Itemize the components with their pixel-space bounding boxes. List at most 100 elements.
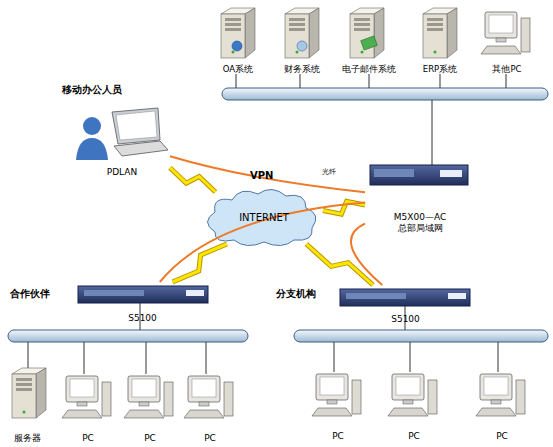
node-label: S5100 <box>391 314 420 325</box>
gateway-tag <box>448 293 466 299</box>
free-label: 分支机构 <box>276 288 316 300</box>
node-label: 其他PC <box>492 64 521 74</box>
drop-line <box>300 74 301 88</box>
pc-icon <box>476 374 525 416</box>
node-label: ERP系统 <box>423 64 457 74</box>
gateway-panel <box>84 290 144 296</box>
bolt-outline <box>170 168 215 192</box>
drop-line <box>84 342 85 374</box>
laptop-keyboard <box>114 141 168 156</box>
free-label: 光纤 <box>322 168 336 176</box>
router-tag <box>440 170 462 177</box>
node-label: M5X00—AC <box>394 212 446 223</box>
node-label: 总部局域网 <box>398 223 443 234</box>
server-icon <box>12 368 46 418</box>
globe-symbol <box>232 41 242 51</box>
person-head <box>83 117 101 135</box>
server-icon <box>350 8 384 58</box>
network-node: PC <box>182 368 238 444</box>
network-node: INTERNET <box>205 192 323 244</box>
network-node: OA系统 <box>208 2 268 74</box>
free-label: VPN <box>250 170 273 182</box>
node-label: 电子邮件系统 <box>342 64 396 74</box>
network-node: PDLAN <box>74 106 170 178</box>
network-node: 电子邮件系统 <box>334 2 404 74</box>
drop-line <box>440 74 441 88</box>
network-node: PC <box>386 366 442 442</box>
network-node: ERP系统 <box>410 2 470 74</box>
lan-bus <box>294 330 548 342</box>
gateway-device <box>340 289 470 306</box>
node-label: PC <box>408 431 420 442</box>
node-label: 服务器 <box>14 433 41 444</box>
network-node: PC <box>474 366 530 442</box>
gateway-tag <box>186 290 204 296</box>
server-icon <box>423 8 457 58</box>
node-label: PC <box>332 431 344 442</box>
lan-bus <box>222 88 548 100</box>
pc-icon <box>124 376 173 418</box>
node-label: PC <box>496 431 508 442</box>
node-label: 财务系统 <box>284 64 320 74</box>
drop-line <box>410 342 411 372</box>
laptop-screen <box>112 108 160 144</box>
node-label: S5100 <box>128 313 157 324</box>
network-node: 其他PC <box>476 2 538 74</box>
network-node: 财务系统 <box>272 2 332 74</box>
vpn-tunnel <box>160 203 365 282</box>
pc-icon <box>312 374 361 416</box>
finance-symbol <box>297 41 307 51</box>
wan-link <box>173 244 227 282</box>
router-device <box>370 165 468 185</box>
network-node: PC <box>310 366 366 442</box>
drop-line <box>498 342 499 372</box>
node-label: INTERNET <box>239 212 289 224</box>
person-body <box>76 138 108 160</box>
internet-cloud <box>208 189 316 245</box>
node-label: OA系统 <box>223 64 253 74</box>
gateway-device <box>78 286 208 303</box>
drop-line <box>369 74 370 88</box>
node-label: PC <box>144 433 156 444</box>
tunnel-curve <box>170 156 365 192</box>
network-node: PC <box>60 368 116 444</box>
gateway-panel <box>346 293 406 299</box>
bolt-core <box>170 168 215 192</box>
drop-lines <box>28 74 506 374</box>
drop-line <box>28 342 29 368</box>
server-icon <box>221 8 255 58</box>
tunnel-curve <box>351 224 382 285</box>
router-panel <box>374 169 414 177</box>
pc-icon <box>62 376 111 418</box>
node-label: PC <box>82 433 94 444</box>
node-label: PC <box>204 433 216 444</box>
lan-bus <box>8 330 248 342</box>
network-node: S5100 <box>338 285 473 325</box>
free-label: 移动办公人员 <box>62 84 122 96</box>
drop-line <box>506 74 507 88</box>
drop-line <box>236 74 237 88</box>
free-label: 合作伙伴 <box>10 288 50 300</box>
tunnel-curve <box>160 203 365 282</box>
network-node: M5X00—AC总部局域网 <box>365 162 475 234</box>
pc-icon <box>388 374 437 416</box>
mail-card <box>361 36 378 50</box>
vpn-tunnel <box>170 156 365 192</box>
wan-link <box>170 168 215 192</box>
network-node: 服务器 <box>4 362 50 444</box>
bolt-outline <box>173 244 227 282</box>
drop-line <box>206 342 207 374</box>
drop-line <box>334 342 335 372</box>
laptop-display <box>116 111 157 140</box>
pc-icon <box>481 12 530 54</box>
node-label: PDLAN <box>107 167 137 178</box>
drop-line <box>432 100 433 165</box>
drop-line <box>146 342 147 374</box>
pc-icon <box>184 376 233 418</box>
bolt-core <box>173 244 227 282</box>
network-node: PC <box>122 368 178 444</box>
server-icon <box>285 8 319 58</box>
